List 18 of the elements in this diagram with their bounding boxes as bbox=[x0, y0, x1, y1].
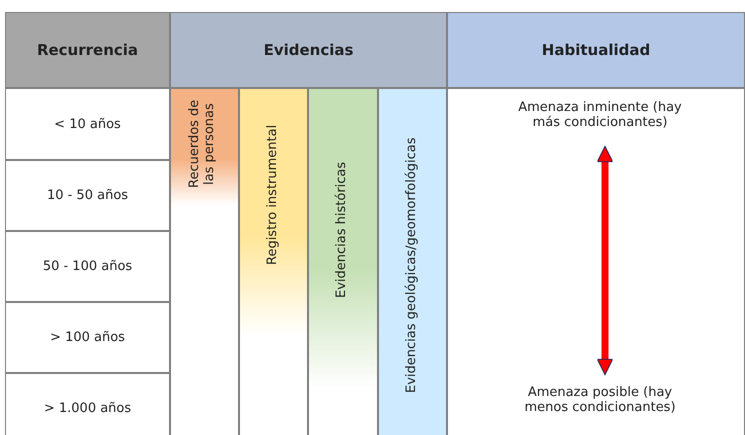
evidence-column bbox=[378, 88, 447, 435]
header-cell: Evidencias bbox=[170, 12, 447, 88]
column-label: Evidencias geológicas/geomorfológicas bbox=[404, 136, 418, 395]
header-cell: Recurrencia bbox=[5, 12, 170, 88]
evidence-column bbox=[239, 88, 308, 435]
header-cell: Habitualidad bbox=[447, 12, 745, 88]
note-text: Amenaza posible (hay menos condicionantes) bbox=[511, 385, 689, 425]
double-arrow bbox=[596, 146, 614, 376]
evidence-column bbox=[170, 88, 239, 435]
table-cell: < 10 años bbox=[5, 88, 170, 160]
evidence-column bbox=[308, 88, 378, 435]
table-cell: 10 - 50 años bbox=[5, 160, 170, 231]
column-label: Evidencias históricas bbox=[334, 160, 349, 300]
note-text: Amenaza inminente (hay más condicionantes) bbox=[511, 100, 689, 140]
column-label: Registro instrumental bbox=[264, 124, 280, 268]
table-cell: > 100 años bbox=[5, 302, 170, 373]
table-cell: 50 - 100 años bbox=[5, 231, 170, 302]
column-label: Recuerdos de las personas bbox=[186, 98, 216, 190]
